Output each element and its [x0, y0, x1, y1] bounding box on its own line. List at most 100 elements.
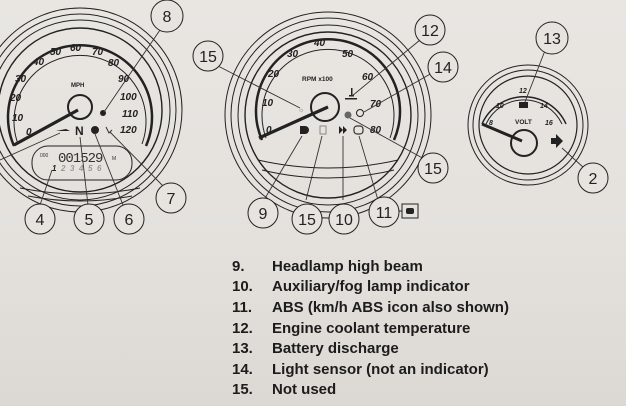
legend-item: 11.ABS (km/h ABS icon also shown) [232, 298, 509, 316]
speed-tick: 80 [108, 58, 120, 69]
callout-6: 6 [113, 203, 145, 235]
speed-tick: 100 [120, 92, 137, 103]
tachometer-indicators: ☼ [298, 88, 364, 135]
callout-5: 5 [73, 203, 105, 235]
turn-signal-icon [105, 126, 113, 134]
svg-text:15: 15 [424, 161, 442, 178]
gear-digit: 4 [78, 164, 84, 173]
volt-tick: 14 [540, 103, 548, 110]
volt-label: VOLT [515, 119, 532, 126]
svg-text:4: 4 [36, 212, 45, 229]
svg-text:14: 14 [434, 60, 452, 77]
svg-text:9: 9 [259, 206, 268, 223]
callout-15-right: 15 [417, 152, 449, 184]
oil-pressure-icon [56, 129, 70, 131]
callout-8: 8 [150, 0, 184, 33]
callout-13: 13 [535, 21, 569, 55]
speed-tick: 20 [9, 93, 22, 104]
reserve-icon [319, 125, 327, 135]
svg-text:10: 10 [335, 212, 353, 229]
speed-tick: 120 [120, 125, 137, 136]
rpm-tick: 60 [362, 72, 374, 83]
svg-text:11: 11 [376, 205, 393, 222]
gear-digit: 1 [52, 164, 57, 173]
callout-14: 14 [427, 51, 459, 83]
svg-text:2: 2 [589, 171, 598, 188]
svg-text:13: 13 [543, 31, 561, 48]
speedometer-scale: 0 10 20 30 40 50 60 70 80 90 100 110 120 [9, 43, 138, 138]
rpm-tick: 40 [313, 38, 326, 49]
volt-tick: 16 [545, 120, 553, 127]
speed-tick: 0 [26, 127, 32, 138]
unused-icon: ☼ [298, 107, 304, 114]
fog-lamp-icon [339, 126, 347, 134]
callout-9: 9 [247, 197, 279, 229]
arrow-icon [551, 134, 563, 148]
gear-digit: 3 [70, 164, 75, 173]
speedometer [0, 7, 183, 213]
odometer-value: 001529 [58, 151, 103, 167]
high-beam-icon [300, 126, 309, 134]
callout-12: 12 [414, 14, 446, 46]
legend-item: 13.Battery discharge [232, 340, 399, 358]
rpm-tick: 0 [266, 125, 272, 136]
rpm-tick: 70 [370, 99, 382, 110]
speed-tick: 90 [118, 74, 130, 85]
legend-item: 9.Headlamp high beam [232, 257, 423, 275]
voltmeter [467, 64, 589, 186]
tachometer [224, 11, 432, 219]
svg-text:5: 5 [85, 212, 94, 229]
speed-tick: 60 [70, 43, 82, 54]
coolant-temp-icon-stem [351, 88, 353, 96]
odometer: 000 001529 M [40, 151, 116, 167]
svg-text:12: 12 [421, 23, 439, 40]
callout-4: 4 [24, 203, 56, 235]
rpm-tick: 80 [370, 125, 382, 136]
coolant-temp-icon-base [345, 98, 357, 100]
rpm-label: RPM x100 [302, 76, 333, 83]
neutral-icon: N [75, 124, 84, 138]
legend-item: 10.Auxiliary/fog lamp indicator [232, 278, 470, 296]
mph-label: MPH [71, 83, 84, 89]
legend-item: 12.Engine coolant temperature [232, 319, 471, 337]
svg-text:7: 7 [167, 191, 176, 208]
legend-item: 14.Light sensor (not an indicator) [232, 360, 489, 378]
legend: 9.Headlamp high beam 10.Auxiliary/fog la… [232, 256, 552, 400]
volt-tick: 8 [489, 120, 493, 127]
svg-text:8: 8 [163, 9, 172, 26]
rpm-tick: 50 [342, 49, 354, 60]
speedometer-indicators: N [56, 124, 113, 138]
battery-icon [519, 102, 528, 108]
callout-15-bottom: 15 [291, 203, 323, 235]
speed-tick: 110 [122, 109, 138, 120]
speed-tick: 70 [92, 47, 104, 58]
svg-text:6: 6 [125, 212, 134, 229]
volt-tick: 12 [519, 88, 527, 95]
callouts: 8 4 5 6 7 15 12 14 15 9 15 10 11 13 2 [24, 0, 609, 235]
odometer-unit-left: 000 [40, 153, 49, 159]
rpm-tick: 30 [287, 49, 299, 60]
gear-digit: 2 [60, 164, 66, 173]
legend-item: 15.Not used [232, 381, 337, 399]
engine-check-icon [91, 126, 99, 134]
rpm-tick: 20 [267, 69, 280, 80]
callout-11: 11 [368, 196, 400, 228]
svg-text:15: 15 [298, 212, 316, 229]
speed-tick: 30 [15, 74, 27, 85]
callout-10: 10 [328, 203, 360, 235]
gear-digit: 6 [97, 164, 102, 173]
callout-7: 7 [155, 182, 187, 214]
volt-tick: 10 [496, 103, 504, 110]
gear-digit: 5 [88, 164, 93, 173]
abs-kmh-icon [406, 208, 414, 214]
speed-tick: 10 [12, 113, 24, 124]
callout-15-left: 15 [192, 40, 224, 72]
hazard-icon [344, 111, 352, 119]
abs-icon [353, 125, 364, 135]
svg-text:15: 15 [199, 49, 217, 66]
voltmeter-scale: 8 10 12 14 16 [489, 88, 553, 127]
rpm-tick: 10 [262, 98, 274, 109]
tachometer-scale: 0 10 20 30 40 50 60 70 80 [262, 38, 382, 136]
